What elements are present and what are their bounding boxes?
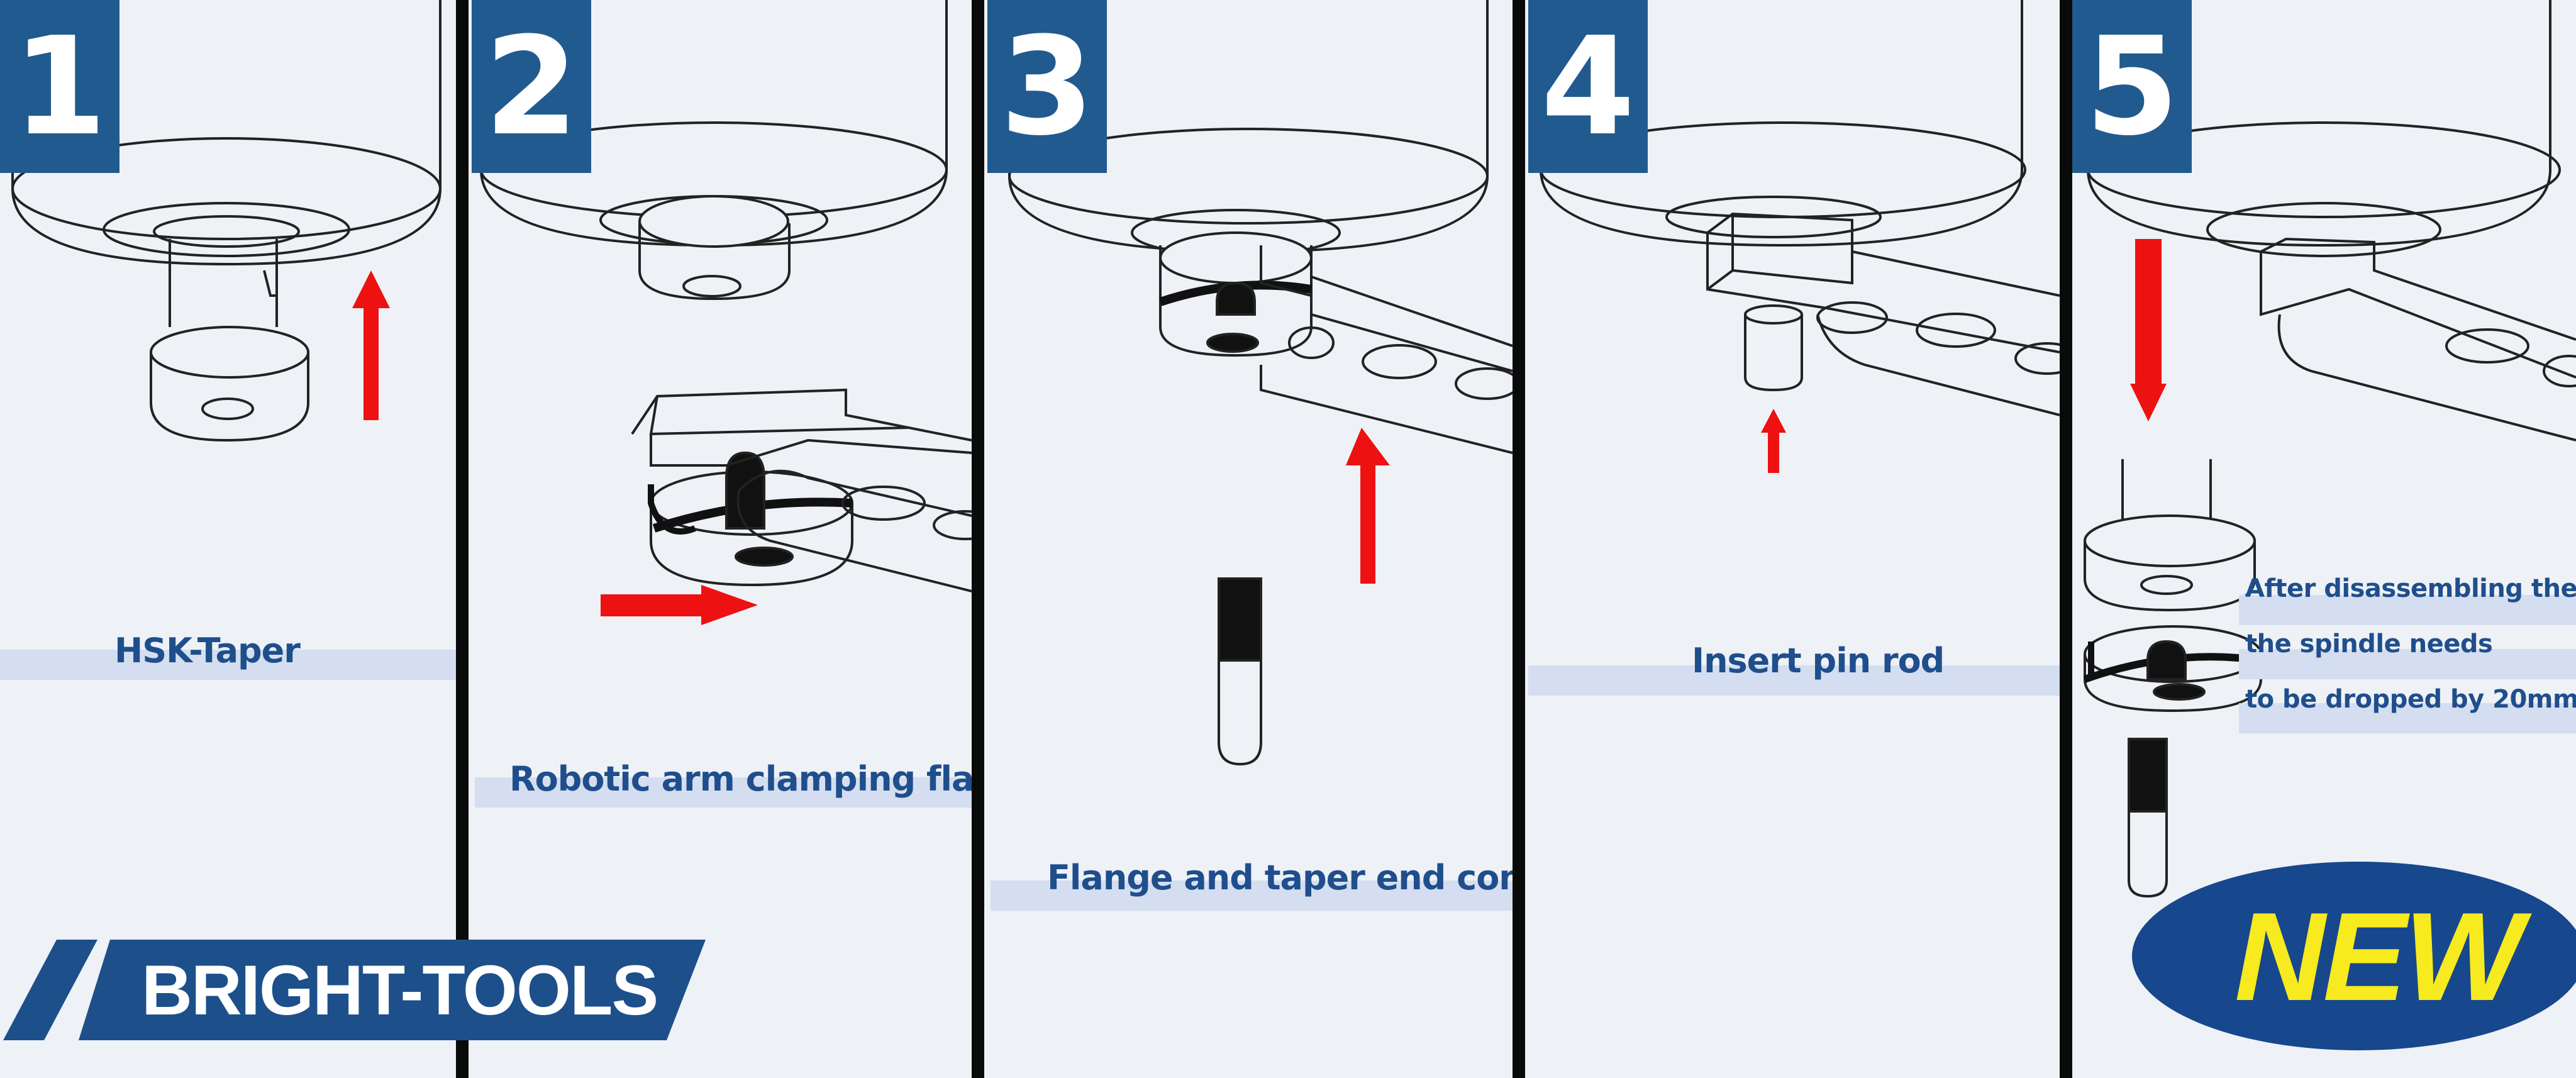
caption-band bbox=[0, 650, 456, 680]
step-panel-3: 3 Flange and taper end combined bbox=[984, 0, 1513, 1078]
new-badge-label: NEW bbox=[2235, 887, 2523, 1027]
caption-band bbox=[991, 881, 1513, 911]
step-number: 3 bbox=[1000, 8, 1094, 165]
caption-band bbox=[2239, 649, 2576, 679]
step-number-box: 1 bbox=[0, 0, 119, 173]
step-caption: Flange and taper end combined bbox=[1047, 858, 1513, 897]
caption-band bbox=[2239, 703, 2576, 733]
panel-divider bbox=[1513, 0, 1525, 1078]
step-panel-4: 4 Insert pin rod bbox=[1525, 0, 2060, 1078]
step-caption: HSK-Taper bbox=[114, 631, 301, 670]
step-number-box: 2 bbox=[472, 0, 591, 173]
brand-name: BRIGHT-TOOLS bbox=[142, 951, 658, 1030]
caption-band bbox=[475, 777, 972, 808]
step-caption-line-1: After disassembling the ATC bbox=[2245, 574, 2576, 603]
drop-spindle-illustration bbox=[2083, 0, 2576, 898]
caption-band bbox=[1528, 665, 2060, 696]
caption-band bbox=[2239, 595, 2576, 625]
combined-flange-illustration bbox=[1008, 0, 1513, 766]
new-badge-shape bbox=[2132, 862, 2576, 1050]
step-number: 1 bbox=[13, 8, 107, 165]
step-caption: Robotic arm clamping flange bbox=[509, 759, 972, 799]
panel-divider bbox=[2060, 0, 2072, 1078]
panel-divider bbox=[456, 0, 469, 1078]
step-number: 5 bbox=[2085, 8, 2179, 165]
step-caption-line-3: to be dropped by 20mm bbox=[2245, 685, 2576, 714]
step-panel-2: 2 Robotic arm clamping flange bbox=[469, 0, 972, 1078]
step-number: 2 bbox=[484, 8, 579, 165]
hsk-taper-illustration bbox=[11, 0, 441, 442]
step-caption: Insert pin rod bbox=[1692, 641, 1945, 681]
step-number-box: 4 bbox=[1528, 0, 1648, 173]
step-caption-line-2: the spindle needs bbox=[2245, 630, 2493, 658]
step-number-box: 3 bbox=[987, 0, 1107, 173]
panel-divider bbox=[972, 0, 984, 1078]
step-panel-5: 5 After disassembling the ATC the spindl… bbox=[2072, 0, 2576, 1078]
up-arrow-icon bbox=[352, 270, 390, 420]
step-number: 4 bbox=[1541, 8, 1635, 165]
step-number-box: 5 bbox=[2072, 0, 2192, 173]
step-panel-1: 1 HSK-Taper bbox=[0, 0, 456, 1078]
